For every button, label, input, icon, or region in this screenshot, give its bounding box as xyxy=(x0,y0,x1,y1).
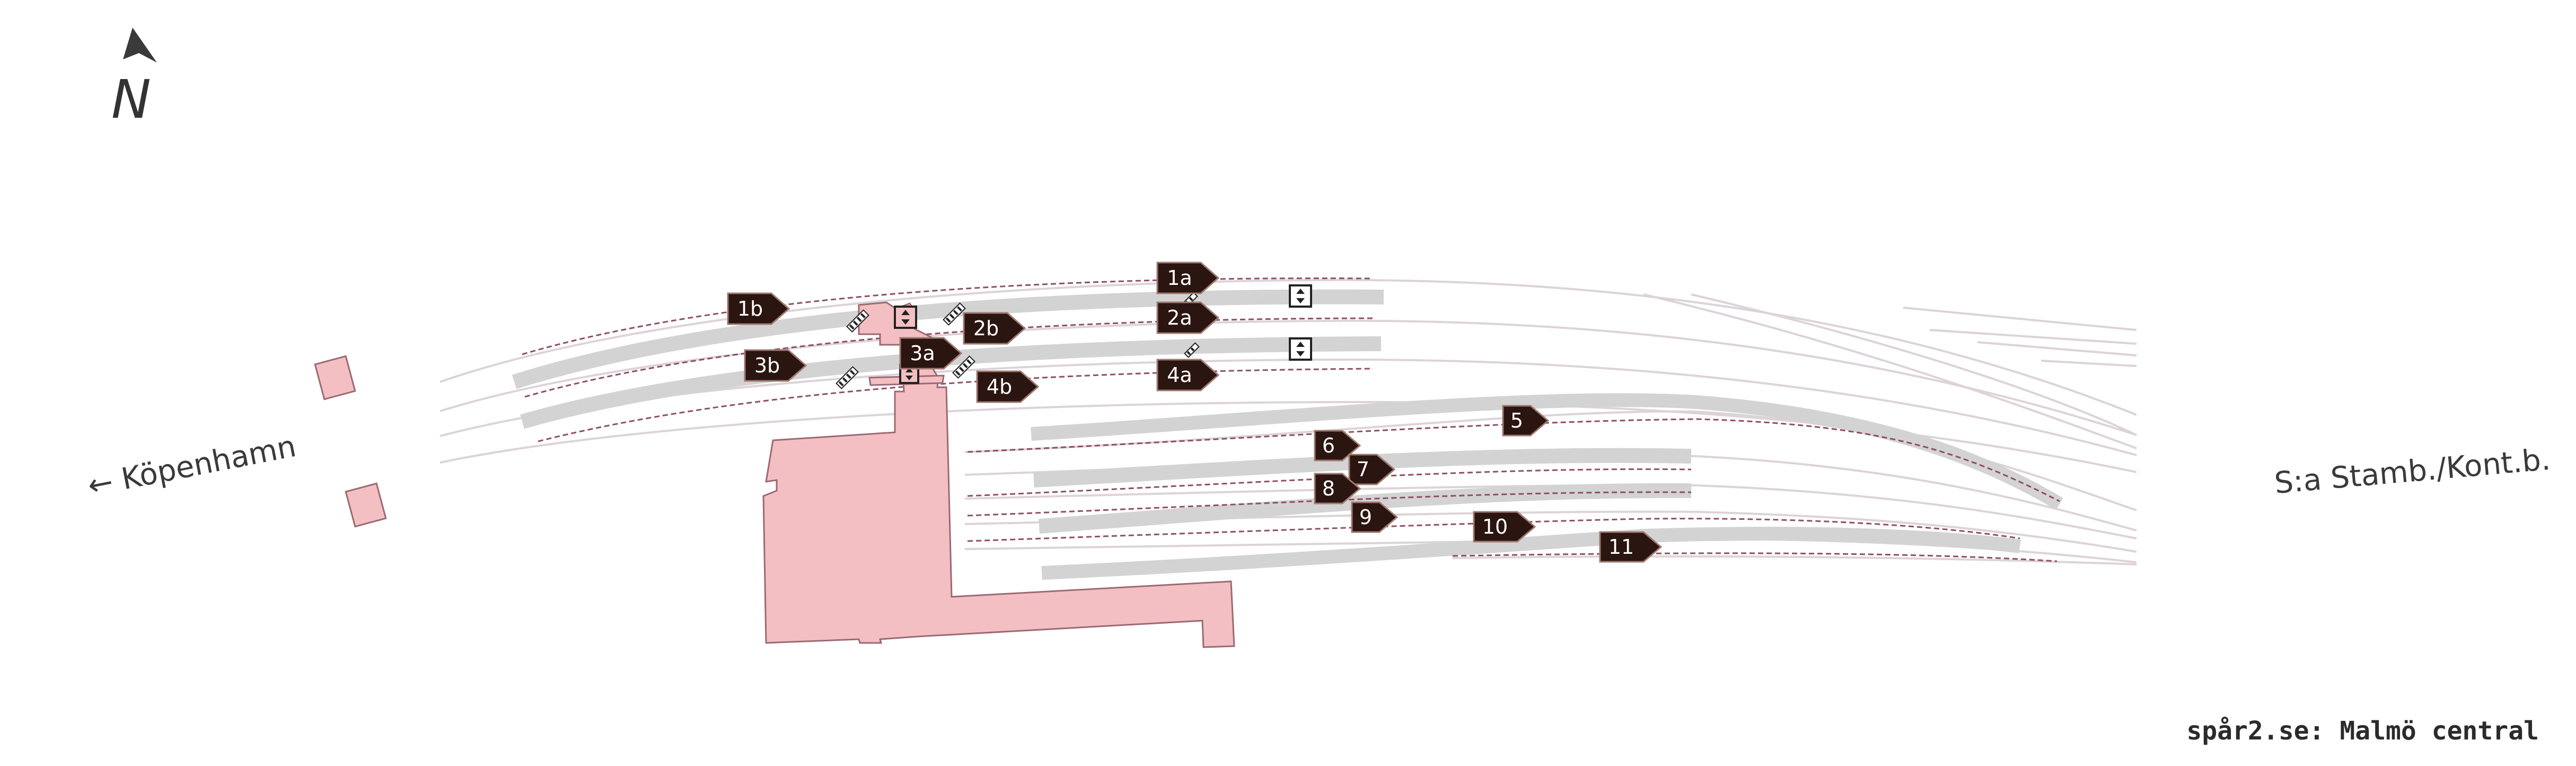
stairs-icon-left-lower xyxy=(836,366,859,389)
direction-label-east: S:a Stamb./Kont.b. xyxy=(2273,442,2552,501)
platform-marker-label: 4a xyxy=(1167,363,1192,387)
platform-marker-5[interactable]: 5 xyxy=(1502,405,1550,437)
station-building xyxy=(314,301,1235,648)
north-label: N xyxy=(111,68,151,130)
platform-marker-label: 9 xyxy=(1359,506,1372,529)
direction-label-west: ← Köpenhamn xyxy=(85,429,298,503)
platform-marker-1a[interactable]: 1a xyxy=(1156,262,1220,294)
platform-marker-label: 7 xyxy=(1357,458,1369,481)
platforms xyxy=(512,289,2063,580)
site-credit: spår2.se: Malmö central xyxy=(2186,716,2539,746)
platform-marker-9[interactable]: 9 xyxy=(1351,501,1399,533)
platform-marker-label: 4b xyxy=(987,375,1012,398)
platform-marker-label: 2a xyxy=(1167,306,1192,329)
platform-marker-label: 5 xyxy=(1510,409,1523,432)
platform-marker-4b[interactable]: 4b xyxy=(976,370,1040,403)
platform-marker-label: 3a xyxy=(910,342,935,365)
stairs-icon-4a xyxy=(1184,342,1200,358)
platform-marker-label: 10 xyxy=(1482,515,1508,538)
platform-marker-1b[interactable]: 1b xyxy=(727,292,790,325)
platform-marker-label: 3b xyxy=(754,354,780,377)
stairs-icon-right-lower xyxy=(952,355,975,379)
platform-marker-2a[interactable]: 2a xyxy=(1156,301,1220,334)
platform-marker-3b[interactable]: 3b xyxy=(744,349,807,382)
stairs-icon-right-upper xyxy=(943,302,966,326)
platform-marker-11[interactable]: 11 xyxy=(1599,531,1663,563)
elevator-icon-east-upper xyxy=(1289,284,1312,308)
platform-marker-10[interactable]: 10 xyxy=(1473,511,1536,543)
platform-marker-2b[interactable]: 2b xyxy=(963,312,1026,345)
platform-marker-label: 11 xyxy=(1608,535,1634,559)
platform-marker-label: 2b xyxy=(973,317,999,340)
stairs-icon-left-upper xyxy=(846,309,869,333)
elevator-icon-east-lower xyxy=(1289,337,1312,361)
platform-marker-8[interactable]: 8 xyxy=(1314,473,1361,504)
platform-marker-4a[interactable]: 4a xyxy=(1156,359,1220,391)
platform-marker-6[interactable]: 6 xyxy=(1314,430,1361,462)
platform-marker-label: 1b xyxy=(737,297,763,320)
platform-marker-label: 6 xyxy=(1322,434,1335,457)
platform-marker-3a[interactable]: 3a xyxy=(899,337,963,370)
platform-marker-label: 8 xyxy=(1322,477,1335,500)
north-arrow-icon xyxy=(123,28,157,63)
platform-marker-label: 1a xyxy=(1167,266,1192,290)
elevator-icon-upper xyxy=(894,306,917,329)
